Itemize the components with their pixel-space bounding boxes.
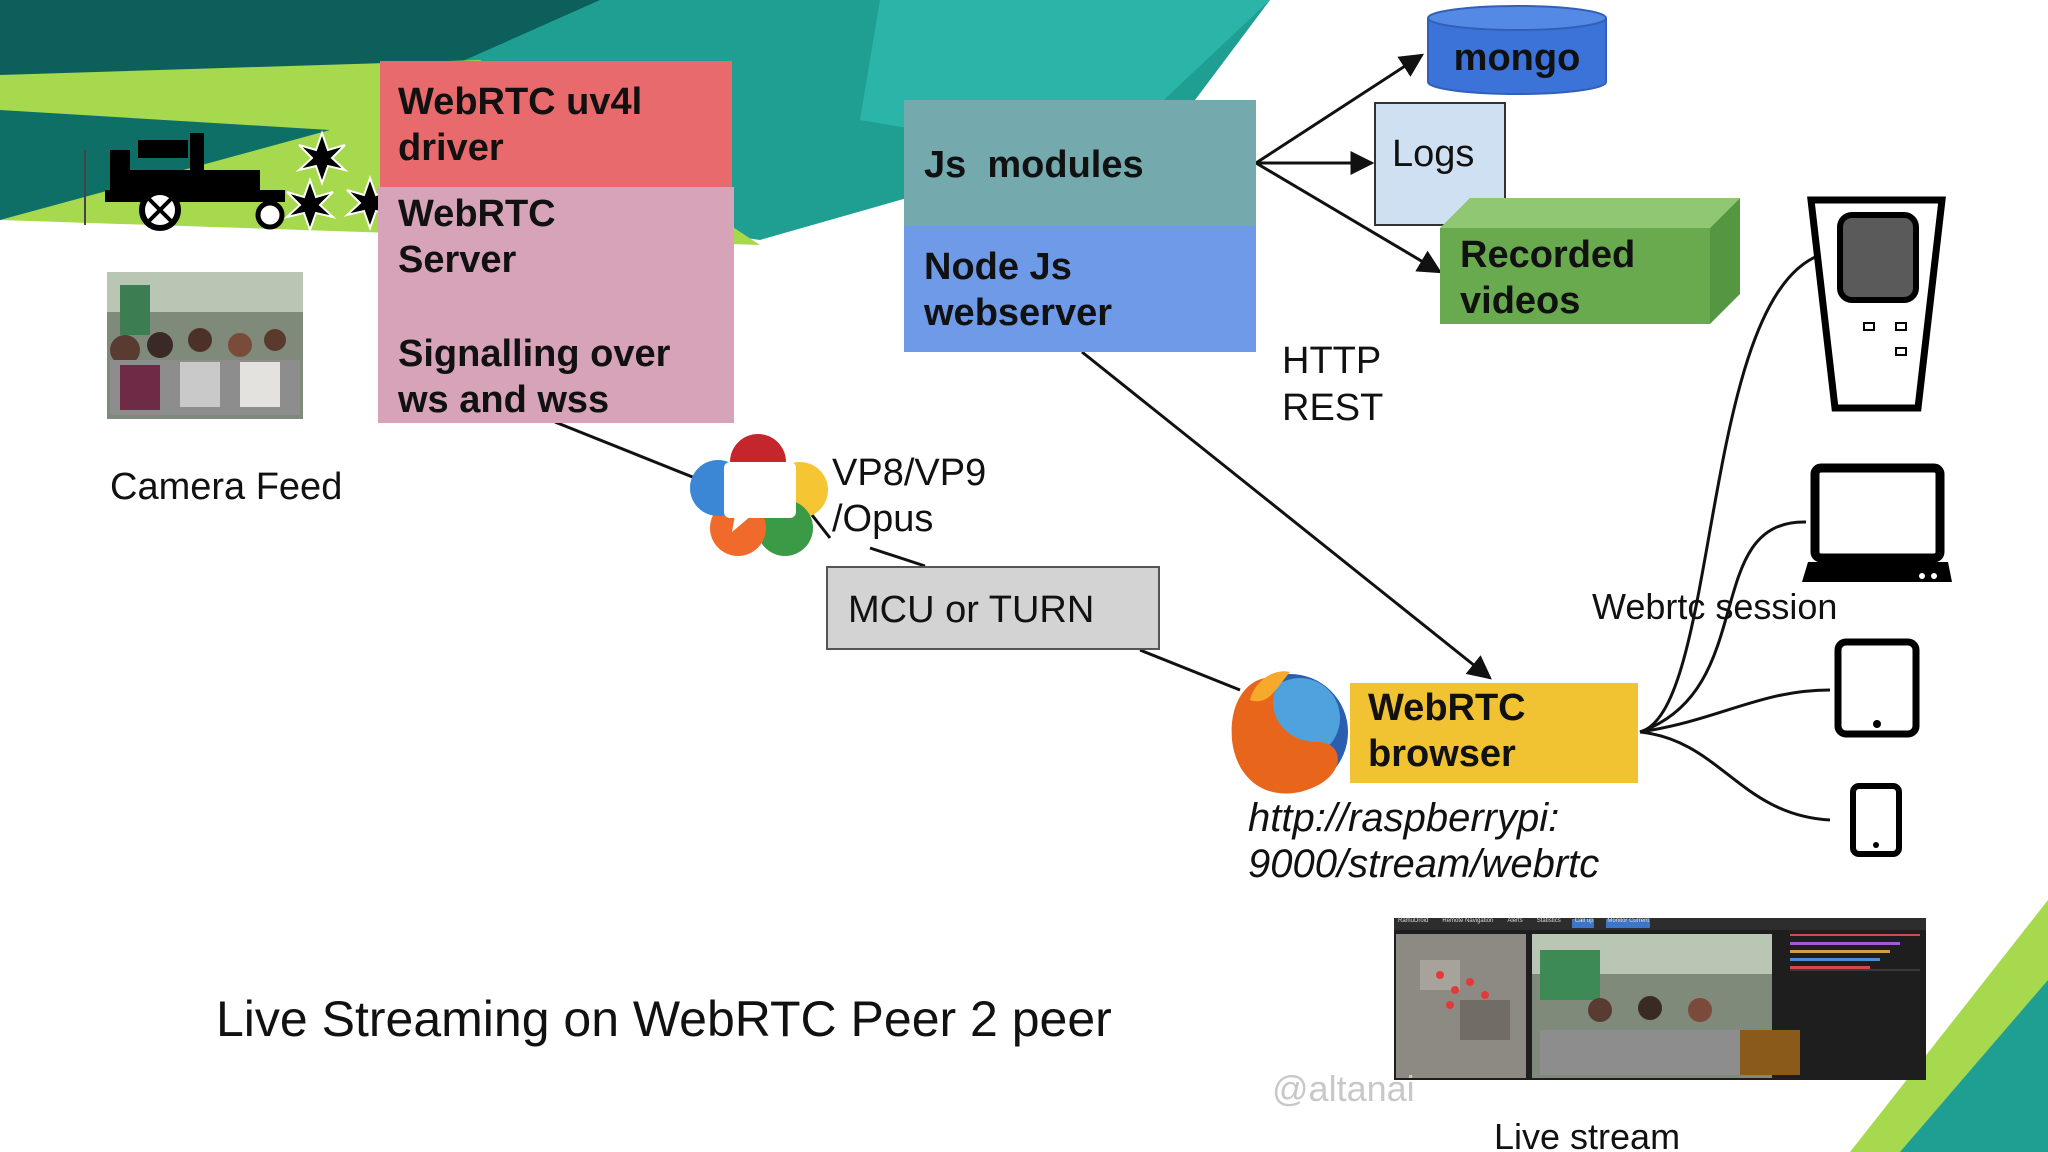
webrtc-server-box: WebRTC Server Signalling over ws and wss <box>378 187 734 423</box>
webrtc-browser-box: WebRTC browser <box>1350 683 1638 783</box>
kiosk-icon <box>1807 196 1946 412</box>
mongo-label: mongo <box>1453 37 1581 79</box>
screenshot-tab: Monitor Current <box>1607 918 1650 924</box>
box-3d-shape <box>1440 198 1740 324</box>
tablet-icon <box>1834 638 1920 738</box>
signalling-label: Signalling over ws and wss <box>398 333 671 421</box>
live-stream-screenshot <box>1394 918 1926 1080</box>
webrtc-logo-icon <box>690 434 828 556</box>
recorded-videos-box: Recorded videos <box>1440 198 1740 324</box>
firefox-icon <box>1231 671 1348 794</box>
js-modules-box: Js modules <box>904 100 1256 226</box>
webrtc-server-label: WebRTC Server <box>398 193 556 281</box>
screenshot-nav: RamuDroid Remote Navigation Alerts Stati… <box>1398 918 1649 930</box>
laptop-icon <box>1802 463 1952 582</box>
watermark: @altanai <box>1272 1068 1415 1109</box>
screenshot-tab: Alerts <box>1507 918 1523 924</box>
live-stream-label: Live stream <box>1494 1116 1681 1152</box>
screenshot-tab: Remote Navigation <box>1442 918 1494 924</box>
stream-url: http://raspberrypi: 9000/stream/webrtc <box>1248 796 1600 886</box>
screenshot-tab: RamuDroid <box>1398 918 1429 924</box>
mongo-database: mongo <box>1426 4 1608 96</box>
slide-title: Live Streaming on WebRTC Peer 2 peer <box>216 991 1112 1047</box>
mcu-turn-box: MCU or TURN <box>826 566 1160 650</box>
camera-feed-label: Camera Feed <box>110 466 343 508</box>
phone-icon <box>1850 783 1902 857</box>
recorded-videos-label: Recorded videos <box>1460 234 1636 322</box>
webrtc-session-label: Webrtc session <box>1592 586 1838 627</box>
codecs-label: VP8/VP9 /Opus <box>832 452 987 540</box>
http-rest-label: HTTP REST <box>1282 340 1384 429</box>
camera-photo <box>107 272 303 419</box>
robot-icon <box>84 133 285 231</box>
webrtc-uv4l-driver-box: WebRTC uv4l driver <box>380 61 732 187</box>
node-webserver-box: Node Js webserver <box>904 226 1256 352</box>
screenshot-tab: Statistics <box>1536 918 1561 924</box>
logs-box: Logs <box>1374 102 1506 226</box>
connectors <box>554 53 1831 822</box>
screenshot-tab: Call up <box>1574 918 1594 924</box>
database-icon <box>1427 5 1607 95</box>
